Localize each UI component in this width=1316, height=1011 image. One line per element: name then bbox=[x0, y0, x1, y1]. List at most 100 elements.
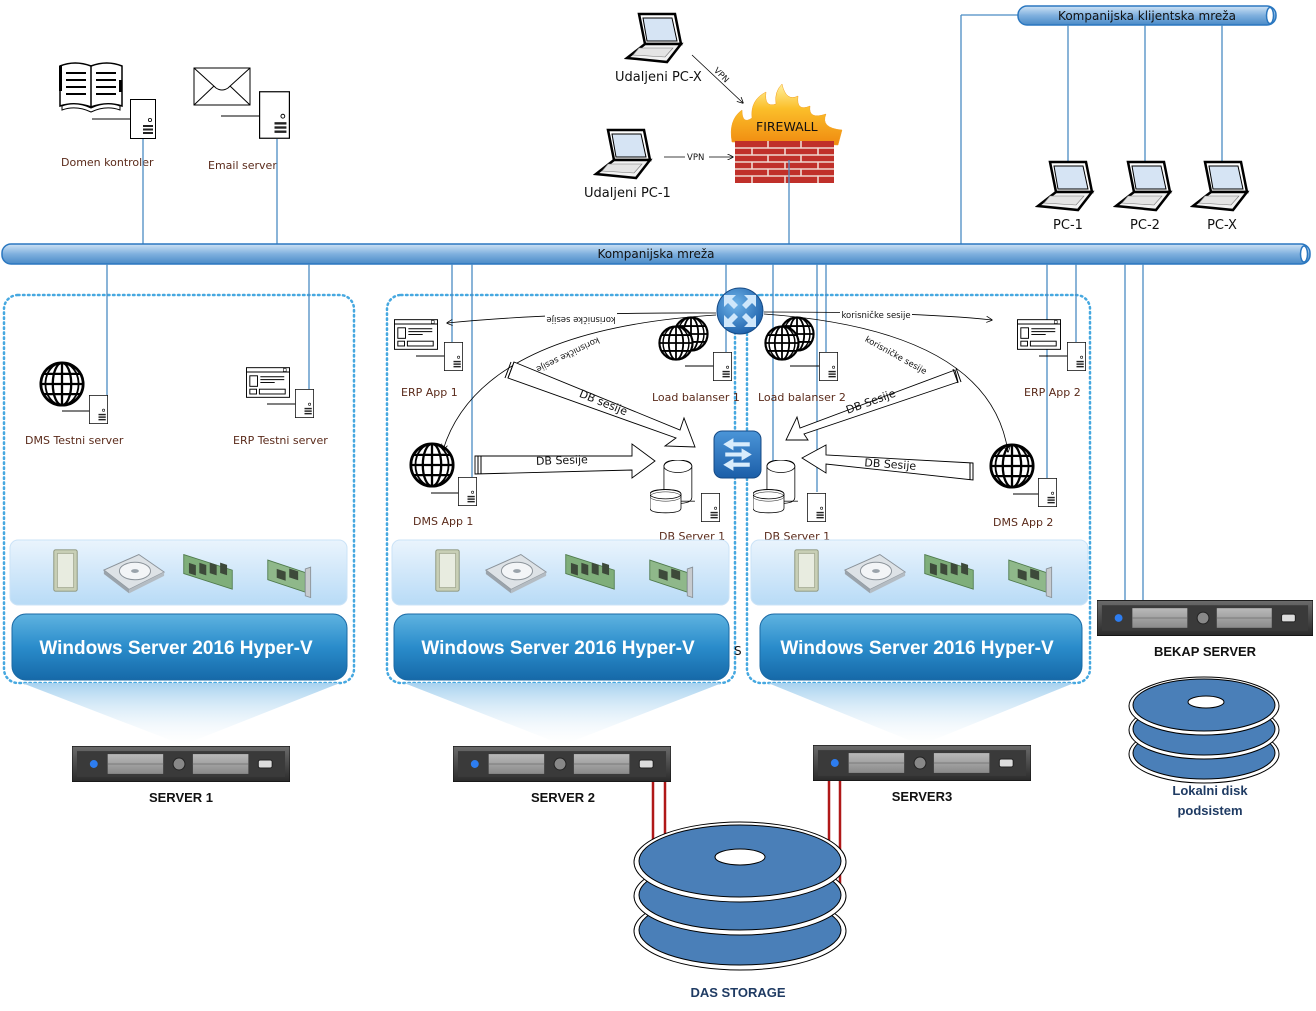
globe-icon bbox=[989, 443, 1035, 489]
server-tower-icon bbox=[458, 477, 477, 506]
user-sessions-label: korisničke sesije bbox=[841, 310, 910, 321]
server-tower-icon bbox=[1067, 342, 1086, 371]
cpu-icon bbox=[435, 549, 460, 592]
das-storage-icon bbox=[633, 821, 847, 971]
vm-label: Load balanser 2 bbox=[758, 391, 846, 404]
client-pc-label: PC-1 bbox=[1053, 218, 1083, 233]
stray-label: S bbox=[734, 644, 742, 658]
laptop-icon bbox=[1191, 160, 1249, 212]
brick-wall-icon bbox=[735, 141, 834, 183]
client-pc-label: PC-2 bbox=[1130, 218, 1160, 233]
hardware-strip bbox=[9, 539, 348, 606]
server-tower-icon bbox=[295, 389, 314, 418]
vm-label: ERP Testni server bbox=[233, 434, 328, 447]
hypervisor-bar: Windows Server 2016 Hyper-V bbox=[759, 613, 1083, 681]
vm-label: ERP App 1 bbox=[401, 386, 458, 399]
db-session-arrow: DB Sesije bbox=[785, 367, 962, 441]
backup-server-label: BEKAP SERVER bbox=[1154, 644, 1257, 659]
book-icon bbox=[59, 62, 123, 113]
host-cone bbox=[22, 683, 340, 745]
local-disk-icon bbox=[1128, 676, 1280, 784]
db-session-arrow: DB Sesije bbox=[801, 444, 974, 481]
vm-label: DMS App 1 bbox=[413, 515, 473, 528]
user-sessions-label: korisničke sesije bbox=[546, 314, 615, 325]
server-label: SERVER 2 bbox=[531, 790, 595, 805]
globe-icon bbox=[764, 325, 800, 361]
vm-label: DMS App 2 bbox=[993, 516, 1053, 529]
globe-icon bbox=[39, 361, 85, 407]
db-sessions-label: DB Sesije bbox=[844, 387, 897, 417]
server-tower-icon bbox=[819, 352, 838, 381]
vpn-arrow bbox=[691, 54, 743, 103]
rack-server-icon bbox=[72, 746, 290, 782]
cpu-icon bbox=[794, 549, 819, 592]
email-server-label: Email server bbox=[208, 159, 277, 172]
firewall-node: FIREWALL bbox=[730, 83, 843, 183]
hardware-strip bbox=[391, 539, 730, 606]
vm-label: DMS Testni server bbox=[25, 434, 124, 447]
domain-controller-label: Domen kontroler bbox=[61, 156, 154, 169]
server-tower-icon bbox=[807, 493, 826, 522]
user-session-arrow bbox=[763, 313, 1008, 452]
globe-icon bbox=[409, 442, 455, 488]
server-tower-icon bbox=[701, 493, 720, 522]
hypervisor-label: Windows Server 2016 Hyper-V bbox=[39, 638, 313, 659]
domain-controller-node: Domen kontroler bbox=[59, 62, 156, 169]
server-tower-icon bbox=[130, 99, 156, 139]
server-label: SERVER3 bbox=[892, 789, 952, 804]
vm-label: Load balanser 1 bbox=[652, 391, 740, 404]
vm-label: ERP App 2 bbox=[1024, 386, 1081, 399]
server-tower-icon bbox=[259, 91, 290, 139]
local-disk-label: Lokalni disk bbox=[1172, 783, 1248, 798]
rack-server-icon bbox=[453, 746, 671, 782]
client-pc-label: PC-X bbox=[1207, 218, 1237, 233]
local-disk-label: podsistem bbox=[1177, 803, 1242, 818]
cpu-icon bbox=[53, 549, 78, 592]
globe-icon bbox=[658, 325, 694, 361]
email-server-node: Email server bbox=[193, 67, 290, 172]
fire-icon bbox=[730, 83, 843, 146]
hypervisor-bar: Windows Server 2016 Hyper-V bbox=[393, 613, 730, 681]
db-sessions-label: DB Sesije bbox=[536, 453, 589, 468]
vpn-label: VPN bbox=[711, 66, 730, 85]
das-storage-label: DAS STORAGE bbox=[690, 985, 785, 1000]
company-network-bus: Kompanijska mreža bbox=[1, 243, 1311, 265]
envelope-icon bbox=[193, 67, 251, 106]
rack-server-icon bbox=[1097, 600, 1313, 636]
router-icon bbox=[716, 287, 764, 335]
server-tower-icon bbox=[713, 352, 732, 381]
laptop-icon bbox=[594, 128, 652, 180]
host-boundary-server2 bbox=[385, 293, 737, 685]
server-tower-icon bbox=[1038, 478, 1057, 507]
hardware-strip bbox=[750, 539, 1089, 606]
switch-icon bbox=[713, 430, 762, 479]
hypervisor-bar: Windows Server 2016 Hyper-V bbox=[11, 613, 348, 681]
firewall-label: FIREWALL bbox=[756, 119, 818, 134]
hypervisor-label: Windows Server 2016 Hyper-V bbox=[780, 638, 1054, 659]
hypervisor-label: Windows Server 2016 Hyper-V bbox=[421, 638, 695, 659]
rack-server-icon bbox=[813, 745, 1031, 781]
db-session-arrow: DB sesije bbox=[504, 361, 696, 448]
db-session-arrow: DB Sesije bbox=[474, 443, 656, 479]
client-network-bus: Kompanijska klijentska mreža bbox=[1017, 5, 1277, 26]
remote-pc-x-label: Udaljeni PC-X bbox=[615, 70, 702, 85]
server-label: SERVER 1 bbox=[149, 790, 213, 805]
host-cone bbox=[768, 683, 1074, 745]
company-network-label: Kompanijska mreža bbox=[597, 247, 714, 261]
db-sessions-label: DB Sesije bbox=[864, 456, 917, 473]
app-window-icon bbox=[394, 319, 438, 350]
laptop-icon bbox=[1114, 160, 1172, 212]
vpn-label: VPN bbox=[687, 153, 704, 163]
laptop-icon bbox=[625, 12, 683, 64]
database-icon bbox=[650, 460, 696, 514]
user-sessions-label: korisničke sesije bbox=[863, 334, 929, 377]
laptop-icon bbox=[1036, 160, 1094, 212]
client-network-label: Kompanijska klijentska mreža bbox=[1058, 9, 1236, 23]
server-tower-icon bbox=[89, 395, 108, 424]
app-window-icon bbox=[246, 367, 290, 398]
server-tower-icon bbox=[444, 342, 463, 371]
app-window-icon bbox=[1017, 319, 1061, 350]
remote-pc-1-label: Udaljeni PC-1 bbox=[584, 186, 671, 201]
user-session-arrow bbox=[443, 314, 717, 450]
